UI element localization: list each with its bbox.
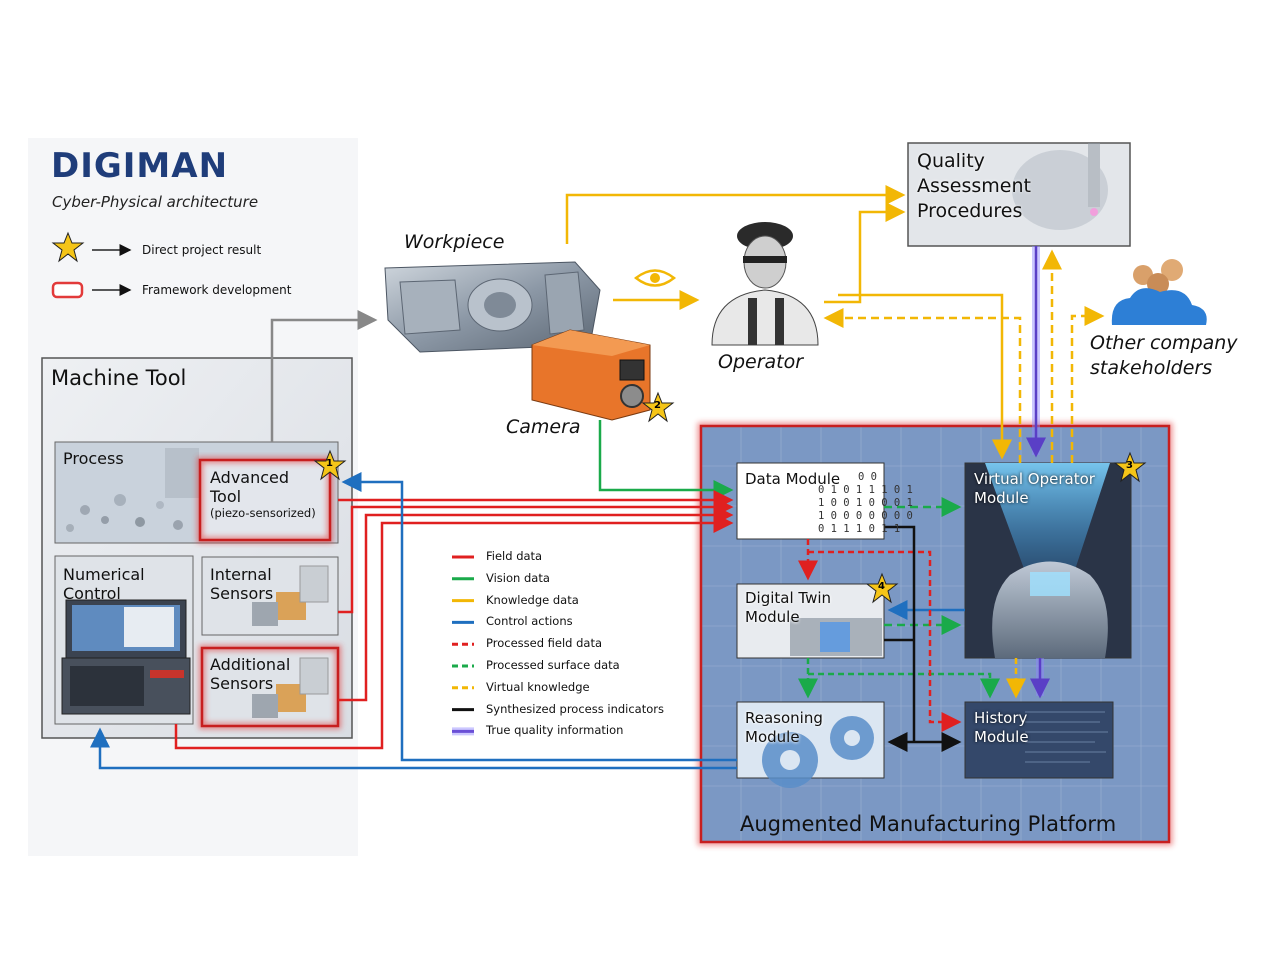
- internal-label-1: Internal: [210, 565, 272, 584]
- line-data-synth: [884, 525, 916, 742]
- people-cloud-icon: [1111, 259, 1207, 325]
- arrow-data-history: [808, 550, 962, 732]
- numerical-label-2: Control: [63, 584, 121, 603]
- data-module-label: Data Module: [745, 470, 841, 488]
- legend-field-data: Field data: [486, 549, 543, 563]
- key-frame-label: Framework development: [142, 283, 292, 297]
- gears-icon: [762, 716, 874, 788]
- binary-row: 0 1 0 1 1 1 0 1: [818, 484, 913, 496]
- platform-frame: [699, 424, 1171, 844]
- legend-processed-field: Processed field data: [486, 636, 603, 651]
- arrow-virtual-stakeholders: [1070, 306, 1105, 463]
- sensor-icon-internal: [252, 565, 329, 626]
- additional-label-2: Sensors: [210, 674, 274, 693]
- logo-text: DIGIMAN: [51, 146, 229, 186]
- arrow-additional-data: [338, 505, 734, 702]
- binary-row: 1 0 0 1 0 0 0 1: [818, 497, 913, 509]
- arrow-process-workpiece: [270, 310, 378, 442]
- stakeholders-line-2: stakeholders: [1090, 357, 1213, 379]
- quality-label: Quality Assessment Procedures: [917, 149, 1031, 224]
- machine-tool-title: Machine Tool: [51, 366, 187, 390]
- legend-synthesized: Synthesized process indicators: [486, 701, 664, 716]
- badge-4-star: [865, 572, 899, 604]
- binary-row: 0 1 1 1 0 1 1: [818, 523, 901, 535]
- advanced-tool-frame: [198, 458, 332, 542]
- binary-row: 1 0 0 0 0 0 0 0: [818, 510, 913, 522]
- arrow-operator-virtual: [838, 293, 1012, 460]
- history-texture: [1025, 711, 1108, 763]
- operator-image: [711, 222, 819, 346]
- legend-control-actions: Control actions: [486, 614, 573, 629]
- quality-image: [1012, 143, 1108, 230]
- stakeholders-line-1: Other company: [1090, 332, 1238, 354]
- arrow-operator-quality: [824, 202, 906, 304]
- quality-line-1: Quality: [917, 150, 985, 172]
- badge-1-number: 1: [326, 458, 333, 469]
- internal-label-2: Sensors: [210, 584, 274, 603]
- advanced-tool-label-1: Advanced: [210, 468, 290, 487]
- additional-sensors-frame: [200, 646, 340, 728]
- arrow-reasoning-numerical: [90, 727, 737, 770]
- badge-4-number: 4: [878, 581, 885, 592]
- quality-line-2: Assessment: [917, 175, 1031, 197]
- workpiece-label: Workpiece: [404, 231, 505, 253]
- legend-processed-surface: Processed surface data: [486, 657, 620, 672]
- arrow-virtual-operator: [823, 308, 1022, 463]
- platform-title: Augmented Manufacturing Platform: [740, 812, 1117, 836]
- frame-key-icon: [51, 281, 84, 299]
- badge-3-star: [1113, 451, 1147, 483]
- chips-texture: [66, 448, 199, 532]
- virtual-head-image: [985, 463, 1110, 658]
- numerical-label-1: Numerical: [63, 565, 145, 584]
- additional-label-1: Additional: [210, 655, 291, 674]
- workpiece-image: [384, 261, 601, 353]
- arrow-numerical-data: [174, 513, 734, 750]
- line-legend: [452, 555, 474, 736]
- history-module-box: [964, 701, 1114, 779]
- cnc-panel-icon: [61, 599, 191, 715]
- binary-row: 0 0: [858, 471, 877, 483]
- subtitle: Cyber-Physical architecture: [52, 193, 259, 211]
- legend-knowledge-data: Knowledge data: [486, 592, 579, 607]
- badge-2-number: 2: [654, 400, 661, 411]
- arrow-workpiece-quality: [565, 185, 906, 244]
- advanced-tool-label-2: Tool: [210, 487, 242, 506]
- twin-module-label-2: Module: [745, 608, 800, 626]
- arrow-internal-data: [338, 497, 734, 614]
- twin-module-label-1: Digital Twin: [745, 589, 832, 607]
- virtual-module-label-1: Virtual Operator: [974, 470, 1095, 488]
- badge-1-star: [313, 449, 347, 481]
- twin-image: [790, 618, 882, 656]
- legend-vision-data: Vision data: [486, 570, 550, 585]
- badge-2-star: [641, 391, 675, 423]
- stakeholders-label: Other company stakeholders: [1090, 331, 1238, 381]
- operator-label: Operator: [718, 351, 804, 373]
- advanced-tool-note: (piezo-sensorized): [210, 506, 316, 520]
- legend-virtual-knowledge: Virtual knowledge: [486, 679, 590, 694]
- reasoning-module-label-1: Reasoning: [745, 709, 823, 727]
- key-star-label: Direct project result: [142, 243, 262, 257]
- data-module-box: [736, 462, 885, 540]
- history-module-label-1: History: [974, 709, 1028, 727]
- legend-true-quality: True quality information: [486, 723, 624, 738]
- eye-icon: [633, 269, 677, 287]
- star-icon: [51, 231, 85, 263]
- quality-line-3: Procedures: [917, 200, 1023, 222]
- virtual-module-label-2: Module: [974, 489, 1029, 507]
- sensor-icon-additional: [252, 657, 329, 718]
- arrow-twin-history: [808, 672, 1000, 699]
- arrow-camera-data: [598, 420, 734, 500]
- camera-label: Camera: [506, 416, 581, 438]
- reasoning-module-label-2: Module: [745, 728, 800, 746]
- history-module-label-2: Module: [974, 728, 1029, 746]
- binary-stream: 0 0 0 1 0 1 1 1 0 1 1 0 0 1 0 0 0 1 1 0 …: [818, 471, 913, 536]
- advanced-tool-box: [200, 460, 330, 540]
- camera-image: [531, 329, 651, 421]
- badge-3-number: 3: [1126, 460, 1133, 471]
- process-label: Process: [63, 449, 124, 468]
- line-legend-labels: Field data Vision data Knowledge data Co…: [486, 549, 664, 745]
- arrow-reasoning-tool: [341, 472, 737, 762]
